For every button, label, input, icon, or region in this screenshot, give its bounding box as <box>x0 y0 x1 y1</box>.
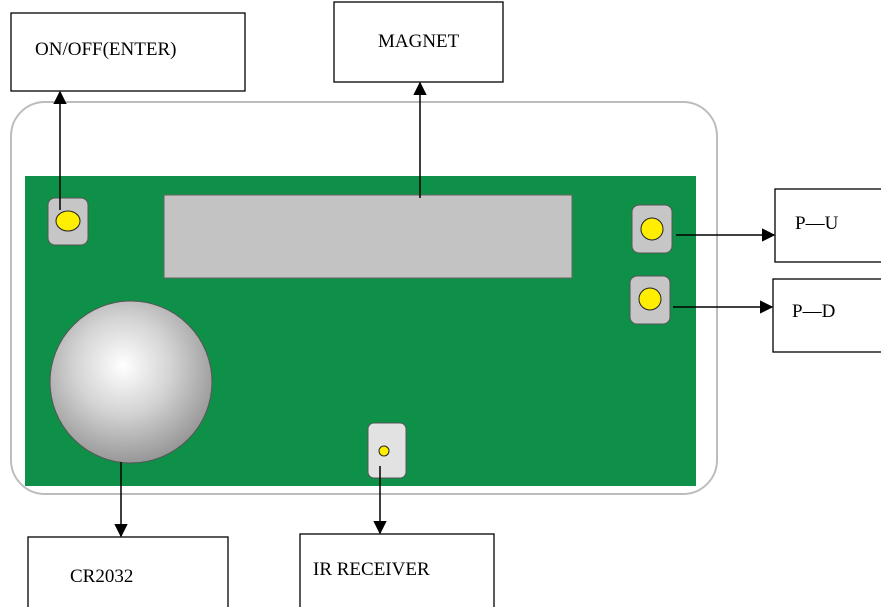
ir-receiver-label-box <box>299 533 495 607</box>
p-u-label-box <box>774 188 881 263</box>
on-off-label: ON/OFF(ENTER) <box>35 39 176 60</box>
p-u-label: P—U <box>795 213 839 234</box>
on-off-button-cap <box>55 210 81 232</box>
p-u-button-cap <box>640 217 664 241</box>
magnet-label-box <box>333 1 504 83</box>
ir-receiver <box>367 422 407 479</box>
cr2032-label-box <box>27 536 229 607</box>
ir-receiver-lens <box>378 445 390 457</box>
magnet-block <box>163 194 573 279</box>
on-off-label-box <box>10 12 246 92</box>
ir-receiver-label: IR RECEIVER <box>313 559 430 580</box>
p-u-button <box>631 204 673 254</box>
cr2032-battery <box>49 300 213 464</box>
magnet-label: MAGNET <box>378 31 460 52</box>
on-off-button <box>47 197 89 246</box>
p-d-button-cap <box>638 287 662 311</box>
p-d-label: P—D <box>792 301 835 322</box>
p-d-label-box <box>772 278 881 353</box>
p-d-button <box>629 275 671 325</box>
cr2032-label: CR2032 <box>70 566 133 587</box>
